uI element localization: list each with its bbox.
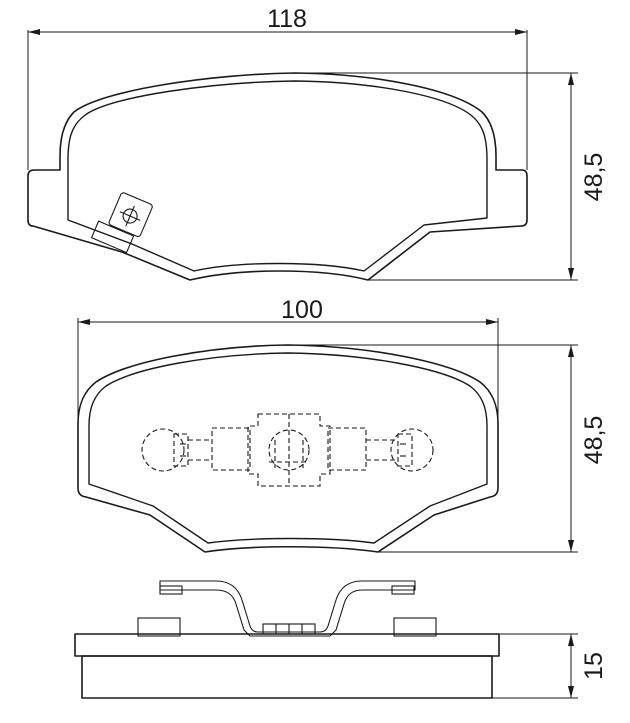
middle-view — [77, 344, 499, 553]
right-pin — [393, 617, 437, 637]
top-width-dimension: 118 — [27, 5, 528, 170]
top-view-inner-outline — [67, 80, 488, 272]
left-pin — [137, 617, 181, 637]
top-view-outer-outline — [27, 72, 528, 281]
middle-height-dimension: 48,5 — [288, 344, 608, 553]
wear-sensor — [90, 192, 153, 254]
top-height-dimension: 48,5 — [295, 72, 608, 281]
left-clip-circle — [141, 428, 185, 472]
center-clip-circle — [268, 429, 310, 471]
wear-sensor-connector — [90, 220, 135, 254]
clip-tab-left — [159, 585, 183, 595]
right-clip-circle — [390, 428, 434, 472]
top-width-label: 118 — [267, 5, 307, 33]
side-friction-material — [81, 655, 493, 699]
middle-width-dimension: 100 — [77, 296, 499, 424]
wear-sensor-body — [108, 192, 153, 238]
middle-height-label: 48,5 — [580, 416, 608, 465]
middle-width-label: 100 — [281, 296, 323, 324]
hidden-spring-clip — [141, 413, 434, 487]
center-clip-body — [247, 413, 331, 487]
side-view — [74, 580, 500, 699]
middle-view-inner-outline — [88, 352, 488, 544]
clip-tab-right — [391, 585, 415, 595]
side-thickness-label: 15 — [580, 652, 608, 680]
side-spring-clip — [159, 580, 416, 637]
middle-view-outer-outline — [77, 344, 499, 553]
side-backing-plate — [74, 633, 500, 657]
top-view — [27, 72, 528, 281]
top-height-label: 48,5 — [580, 153, 608, 202]
side-thickness-dimension: 15 — [492, 633, 608, 699]
